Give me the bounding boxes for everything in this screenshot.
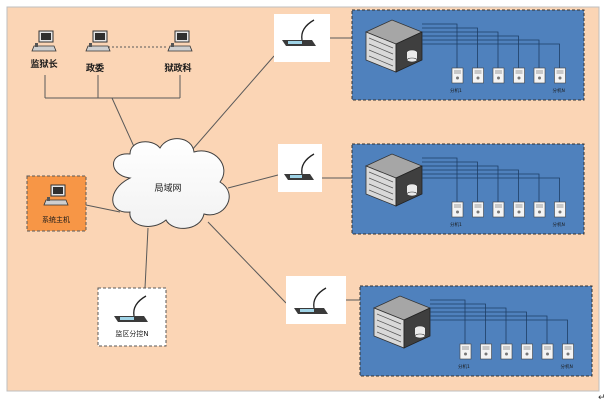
desk-microphone-icon xyxy=(284,153,315,180)
computer-workstation-icon xyxy=(31,30,57,52)
system-host-box: 系统主机 xyxy=(26,175,87,232)
terminal-unit xyxy=(492,67,505,84)
first-unit-label: 分机1 xyxy=(458,363,470,370)
prison-zone-label: 监区分控N xyxy=(115,329,148,338)
desk-microphone-icon xyxy=(114,295,148,322)
terminal-unit xyxy=(554,201,566,218)
unit-connection-lines xyxy=(422,23,560,68)
terminal-unit xyxy=(513,67,525,84)
console-3 xyxy=(286,276,346,324)
equipment-group: 分机1 分机N xyxy=(359,285,593,377)
first-unit-label: 分机1 xyxy=(450,87,462,94)
terminal-unit xyxy=(562,343,574,360)
terminal-unit xyxy=(541,343,554,360)
desk-microphone-icon xyxy=(294,287,328,314)
last-unit-label: 分机N xyxy=(553,87,565,94)
last-unit-label: 分机N xyxy=(553,221,565,228)
terminal-unit xyxy=(472,67,484,84)
host-label: 系统主机 xyxy=(42,215,70,224)
terminal-unit xyxy=(521,343,533,360)
paragraph-mark: ↵ xyxy=(598,393,606,403)
terminal-unit xyxy=(513,201,525,218)
unit-connection-lines xyxy=(422,157,560,202)
terminal-unit xyxy=(500,343,513,360)
office-2: 政委 xyxy=(85,30,111,74)
last-unit-label: 分机N xyxy=(561,363,573,370)
office-label: 监狱长 xyxy=(30,58,58,70)
terminal-unit xyxy=(451,67,464,84)
server-rack-icon xyxy=(372,295,432,349)
computer-workstation-icon xyxy=(43,184,69,206)
terminal-unit xyxy=(492,201,505,218)
terminal-unit xyxy=(472,201,484,218)
desk-microphone-icon xyxy=(282,19,316,46)
office-label: 政委 xyxy=(86,62,105,74)
server-rack-icon xyxy=(364,19,424,73)
terminal-unit xyxy=(554,67,566,84)
equipment-group: 分机1 分机N xyxy=(351,143,585,235)
network-label: 局域网 xyxy=(154,182,181,194)
equipment-group: 分机1 分机N xyxy=(351,9,585,101)
server-rack-icon xyxy=(364,153,424,207)
office-label: 狱政科 xyxy=(163,62,191,74)
computer-workstation-icon xyxy=(85,30,111,52)
terminal-unit xyxy=(459,343,472,360)
unit-connection-lines xyxy=(430,299,568,344)
terminal-unit xyxy=(480,343,492,360)
cloud-icon xyxy=(112,138,230,229)
console-2 xyxy=(278,144,322,192)
computer-workstation-icon xyxy=(167,30,193,52)
first-unit-label: 分机1 xyxy=(450,221,462,228)
terminal-unit xyxy=(533,201,546,218)
connection-lines xyxy=(44,37,360,304)
terminal-unit xyxy=(533,67,546,84)
console-1 xyxy=(274,14,330,62)
terminal-unit xyxy=(451,201,464,218)
office-1: 监狱长 xyxy=(30,30,58,70)
office-3: 狱政科 xyxy=(163,30,193,74)
prison-zone-box: 监区分控N xyxy=(97,287,167,347)
